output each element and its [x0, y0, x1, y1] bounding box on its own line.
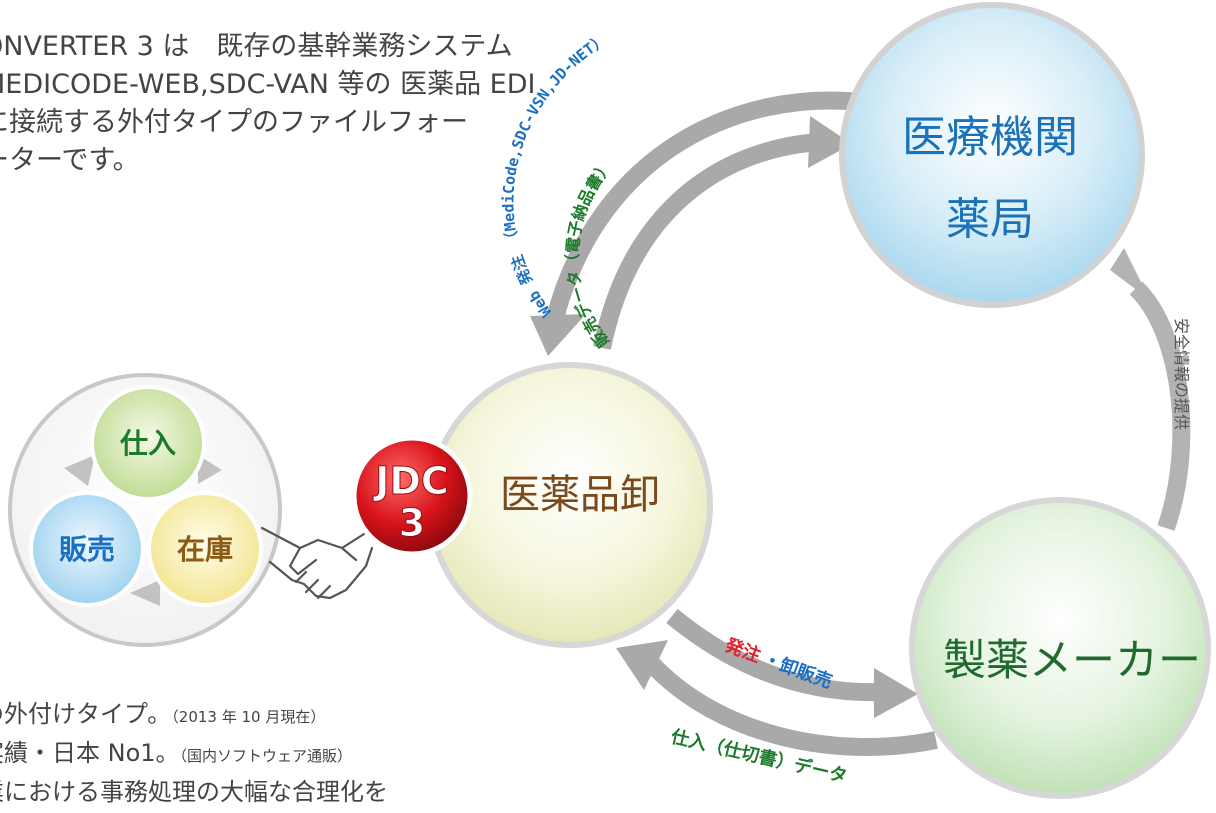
manufacturer-node [909, 497, 1211, 799]
intro-text: ONVERTER 3 は 既存の基幹業務システム MEDICODE-WEB,SD… [0, 28, 602, 180]
web-order-arrowhead [530, 314, 586, 356]
feature-text: 業における事務処理の大幅な合理化を [0, 778, 388, 806]
purchase-arrow [643, 655, 938, 756]
badge-line1: JDC [372, 459, 449, 503]
feature-item: 業における事務処理の大幅な合理化を [0, 774, 540, 813]
order-arrow [666, 609, 881, 702]
business-cycle: 仕入 販売 在庫 [8, 373, 282, 647]
medical-label-line2: 薬局 [946, 194, 1034, 245]
feature-text: の外付けタイプ。 [0, 700, 172, 728]
purchase-node [90, 385, 206, 501]
medical-institution-node [839, 2, 1145, 308]
feature-item: 実績・日本 No1。（国内ソフトウェア通販） [0, 735, 540, 774]
stock-label: 在庫 [177, 533, 233, 566]
intro-line: MEDICODE-WEB,SDC-VAN 等の 医薬品 EDI [0, 69, 536, 100]
intro-line: ONVERTER 3 は 既存の基幹業務システム [0, 31, 513, 62]
sales-data-arrow [593, 133, 819, 350]
medical-label-line1: 医療機関 [902, 112, 1078, 163]
jdc3-badge: JDC 3 [351, 435, 473, 557]
web-order-arrow [546, 91, 861, 321]
order-arrowhead [874, 668, 918, 718]
feature-text: 実績・日本 No1。 [0, 739, 180, 767]
cycle-arrow-right [198, 455, 222, 484]
safety-info-arrow [1129, 281, 1191, 531]
wholesaler-label: 医薬品卸 [500, 472, 660, 518]
intro-line: に接続する外付タイプのファイルフォー [0, 107, 468, 138]
badge-line2: 3 [399, 501, 425, 545]
feature-note: （2013 年 10 月現在） [171, 708, 326, 726]
stock-node [147, 491, 263, 607]
jdc3-badge-circle [351, 435, 473, 557]
sales-data-arrowhead [808, 116, 852, 168]
web-order-prefix: Web 発注 [505, 244, 555, 320]
sales-node [29, 491, 145, 607]
sales-label: 販売 [59, 533, 115, 566]
handshake-icon [260, 526, 374, 600]
feature-item: の外付けタイプ。（2013 年 10 月現在） [0, 696, 540, 735]
purchase-arrowhead [616, 640, 668, 690]
feature-list: の外付けタイプ。（2013 年 10 月現在） 実績・日本 No1。（国内ソフト… [0, 696, 540, 813]
safety-info-arrowhead [1110, 248, 1150, 300]
feature-note: （国内ソフトウェア通販） [179, 747, 353, 765]
cycle-arrow-left [64, 455, 95, 486]
cycle-arrow-bottom [130, 580, 160, 606]
safety-info-label: 安全情報の提供 [1172, 318, 1191, 430]
manufacturer-label: 製薬メーカー [943, 636, 1201, 686]
purchase-label: 仕入 [119, 427, 176, 460]
